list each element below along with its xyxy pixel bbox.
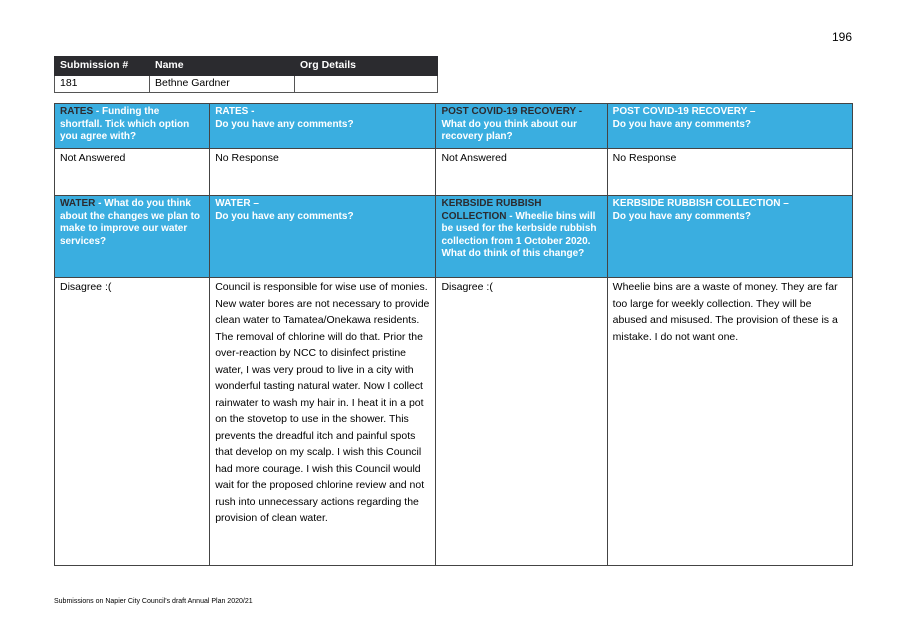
kerbside-comments-answer: Wheelie bins are a waste of money. They … xyxy=(606,277,854,566)
rates-comments-question: RATES -Do you have any comments? xyxy=(209,103,437,149)
submission-number-header: Submission # xyxy=(54,56,150,76)
water-comments-question: WATER –Do you have any comments? xyxy=(209,195,437,278)
covid-comments-answer: No Response xyxy=(606,148,854,196)
name-header: Name xyxy=(149,56,295,76)
org-details-value xyxy=(294,75,438,93)
rates-comments-answer: No Response xyxy=(209,148,437,196)
covid-recovery-question: POST COVID-19 RECOVERY - What do you thi… xyxy=(435,103,608,149)
submission-table: Submission # Name Org Details 181 Bethne… xyxy=(54,56,438,93)
submission-responses-table: RATES - Funding the shortfall. Tick whic… xyxy=(53,103,854,566)
kerbside-question: KERBSIDE RUBBISH COLLECTION - Wheelie bi… xyxy=(435,195,608,278)
covid-recovery-answer: Not Answered xyxy=(435,148,608,196)
org-details-header: Org Details xyxy=(294,56,438,76)
footer-text: Submissions on Napier City Council's dra… xyxy=(54,598,253,605)
rates-funding-answer: Not Answered xyxy=(53,148,211,196)
kerbside-answer: Disagree :( xyxy=(435,277,608,566)
water-comments-answer: Council is responsible for wise use of m… xyxy=(209,277,437,566)
submission-number-value: 181 xyxy=(54,75,150,93)
water-question: WATER - What do you think about the chan… xyxy=(53,195,211,278)
page-number: 196 xyxy=(831,30,852,44)
name-value: Bethne Gardner xyxy=(149,75,295,93)
rates-funding-question: RATES - Funding the shortfall. Tick whic… xyxy=(53,103,211,149)
kerbside-comments-question: KERBSIDE RUBBISH COLLECTION –Do you have… xyxy=(606,195,854,278)
covid-comments-question: POST COVID-19 RECOVERY –Do you have any … xyxy=(606,103,854,149)
water-answer: Disagree :( xyxy=(53,277,211,566)
